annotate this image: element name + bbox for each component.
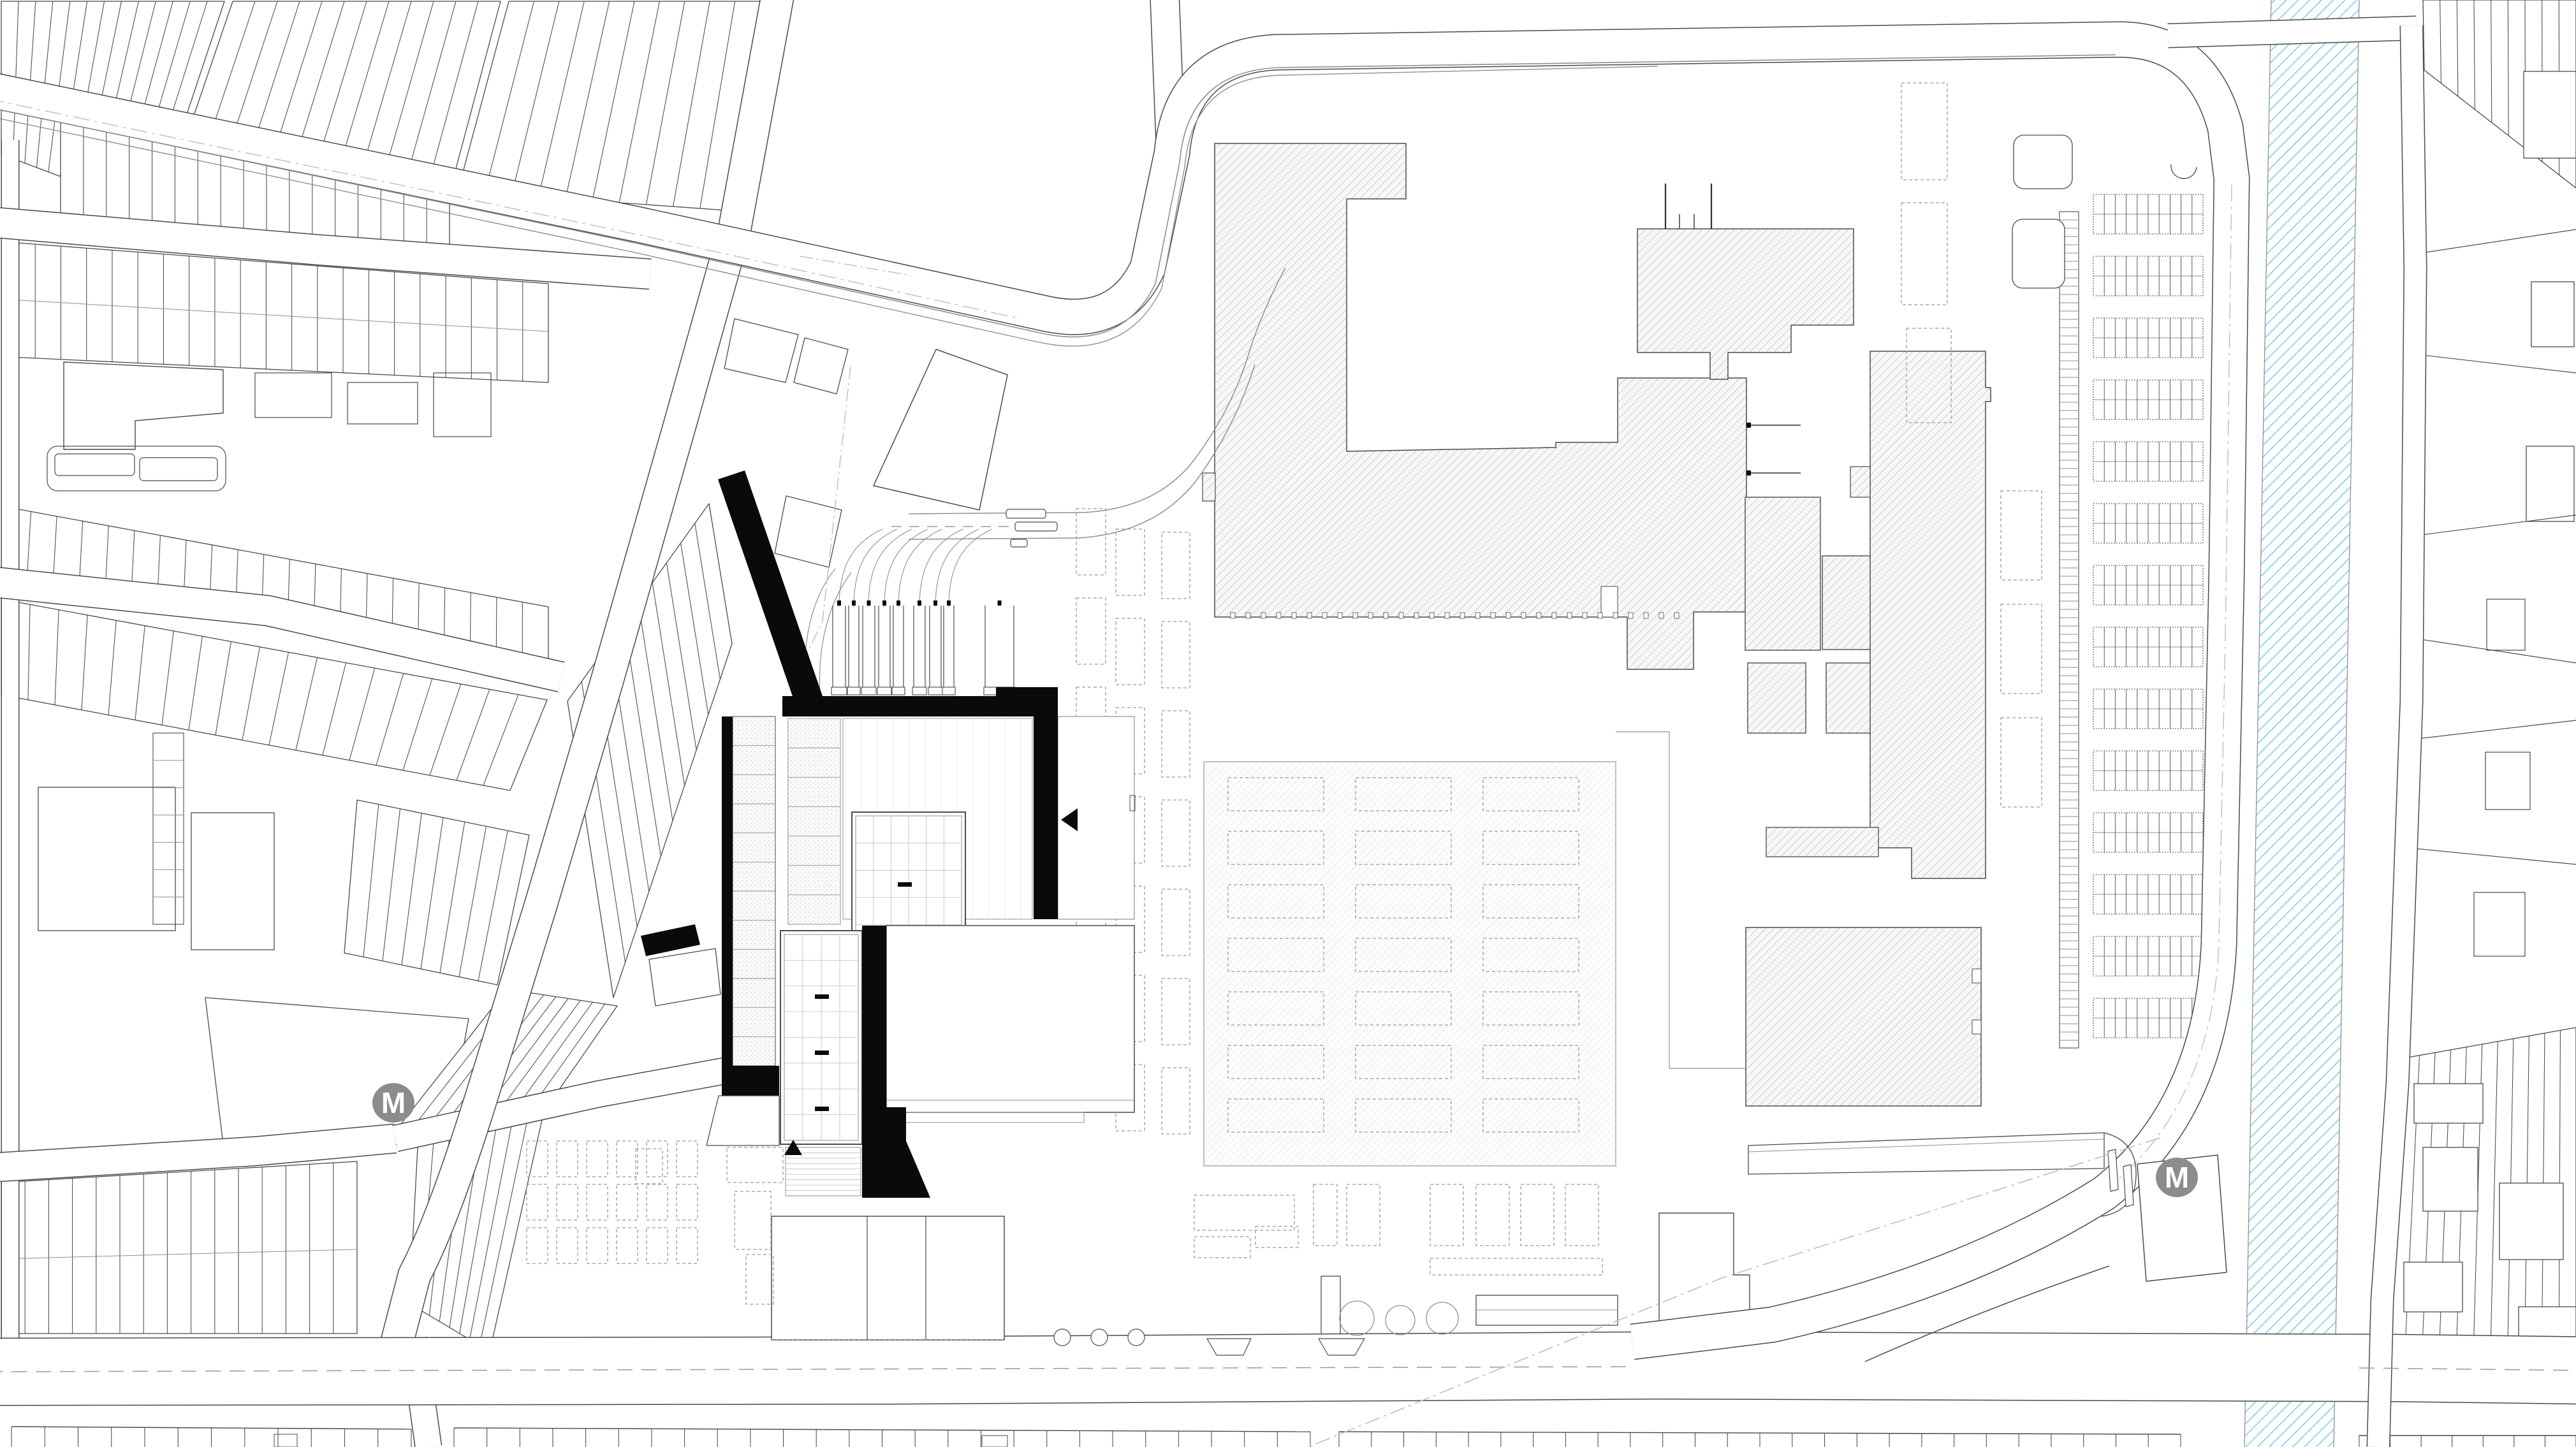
site-building — [526, 256, 1136, 1341]
metro-station-marker-east: M — [2156, 1158, 2198, 1197]
parking — [2012, 135, 2204, 1049]
fabric-west — [1, 1, 849, 1352]
bottom-strip — [11, 1426, 2576, 1447]
river — [2244, 0, 2360, 1447]
market-complex — [1202, 82, 2042, 1107]
metro-station-marker-west: M — [372, 1083, 414, 1123]
road-trees — [1053, 1300, 1459, 1356]
market-square — [1076, 508, 1750, 1350]
